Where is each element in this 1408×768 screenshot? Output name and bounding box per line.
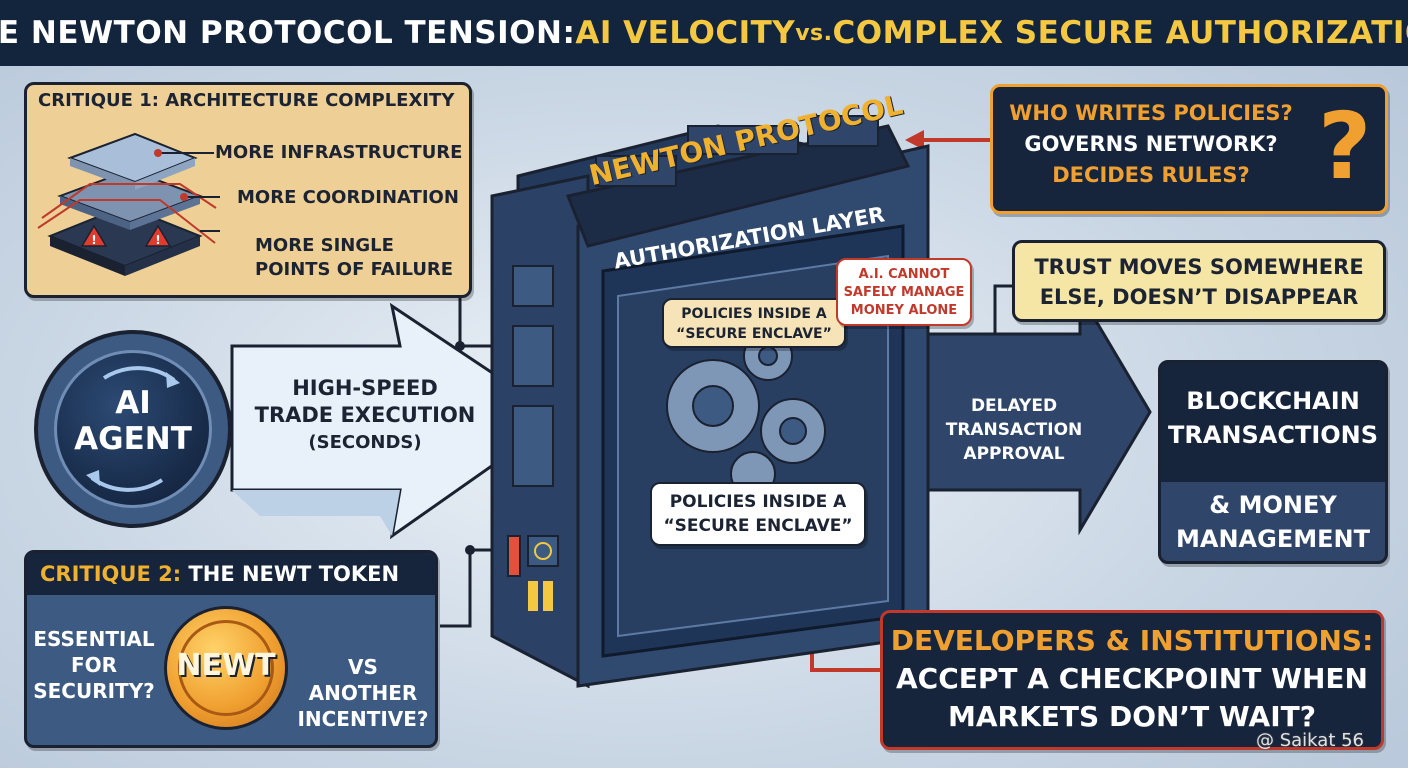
developers-text: DEVELOPERS & INSTITUTIONS: ACCEPT A CHEC… (890, 624, 1374, 733)
svg-text:!: ! (155, 233, 160, 247)
blockchain-title: BLOCKCHAIN TRANSACTIONS (1167, 387, 1379, 449)
enclave-note-top: POLICIES INSIDE A “SECURE ENCLAVE” (662, 298, 846, 348)
delay-label: DELAYED TRANSACTION APPROVAL (945, 396, 1083, 464)
connector-critique2 (440, 548, 500, 628)
refresh-arrows-icon (86, 366, 180, 492)
connectors-layer (230, 130, 1152, 672)
questions-text: WHO WRITES POLICIES? GOVERNS NETWORK? DE… (1009, 101, 1293, 187)
critique1-heading: CRITIQUE 1: ARCHITECTURE COMPLEXITY (38, 90, 455, 111)
coin-label: NEWT (176, 648, 276, 683)
coin-rim (178, 620, 274, 716)
enclave-note-bottom: POLICIES INSIDE A “SECURE ENCLAVE” (650, 482, 866, 546)
speed-arrow-shade (232, 490, 400, 536)
layer-leaders (154, 149, 220, 232)
critique1-item-coordination: MORE COORDINATION (237, 187, 459, 208)
title-bar (0, 0, 1408, 66)
warning-note: A.I. CANNOT SAFELY MANAGE MONEY ALONE (836, 258, 972, 326)
watermark: @ Saikat 56 (1256, 730, 1364, 751)
ai-agent-label: AI AGENT (74, 385, 192, 457)
page-title: THE NEWTON PROTOCOL TENSION: AI VELOCITY… (0, 15, 1408, 51)
critique1-item-infrastructure: MORE INFRASTRUCTURE (215, 142, 463, 163)
critique2-header-bar (27, 553, 435, 595)
critique2-left: ESSENTIAL FOR SECURITY? (33, 627, 155, 703)
critique1-item-failure: MORE SINGLE POINTS OF FAILURE (255, 235, 454, 280)
critique2-heading: CRITIQUE 2: THE NEWT TOKEN (40, 562, 400, 586)
trade-execution-label: HIGH-SPEED TRADE EXECUTION (SECONDS) (254, 376, 476, 453)
developers-panel (880, 610, 1384, 750)
arrow-head (905, 130, 924, 150)
warning-icon: ! (144, 224, 172, 247)
newton-machine (490, 115, 930, 688)
connector-dot (465, 545, 475, 555)
ai-agent-core (54, 350, 212, 508)
trust-panel: TRUST MOVES SOMEWHERE ELSE, DOESN’T DISA… (1012, 240, 1386, 322)
layers-icon: ! ! (37, 132, 217, 276)
blockchain-lower (1161, 482, 1385, 561)
question-mark-icon: ? (1318, 93, 1372, 200)
critique2-right: VS ANOTHER INCENTIVE? (297, 655, 429, 731)
questions-panel (990, 84, 1388, 214)
blockchain-subtitle: & MONEY MANAGEMENT (1176, 491, 1370, 553)
warning-icon: ! (80, 224, 108, 247)
svg-text:!: ! (91, 233, 96, 247)
arrow-right-icon (923, 288, 1152, 536)
